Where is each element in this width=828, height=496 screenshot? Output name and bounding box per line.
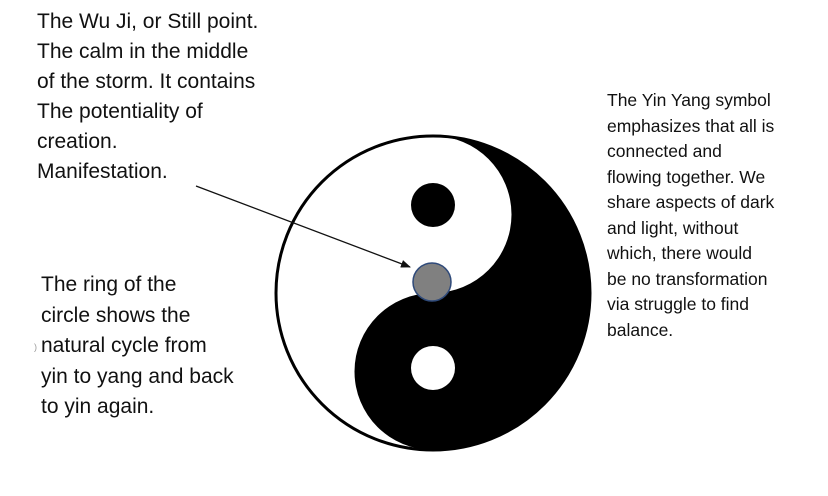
ring-caption: The ring of the circle shows the natural…: [41, 273, 234, 418]
stray-mark: ): [34, 342, 37, 352]
arrow: [195, 185, 411, 268]
outer-ring: [274, 134, 592, 452]
yin-dot: [411, 183, 455, 227]
wuji-caption: The Wu Ji, or Still point. The calm in t…: [37, 10, 259, 183]
still-point: [412, 262, 452, 302]
yang-dot: [411, 346, 455, 390]
yin-dark-half: [354, 136, 590, 451]
yin-yang-caption: The Yin Yang symbol emphasizes that all …: [607, 90, 775, 340]
